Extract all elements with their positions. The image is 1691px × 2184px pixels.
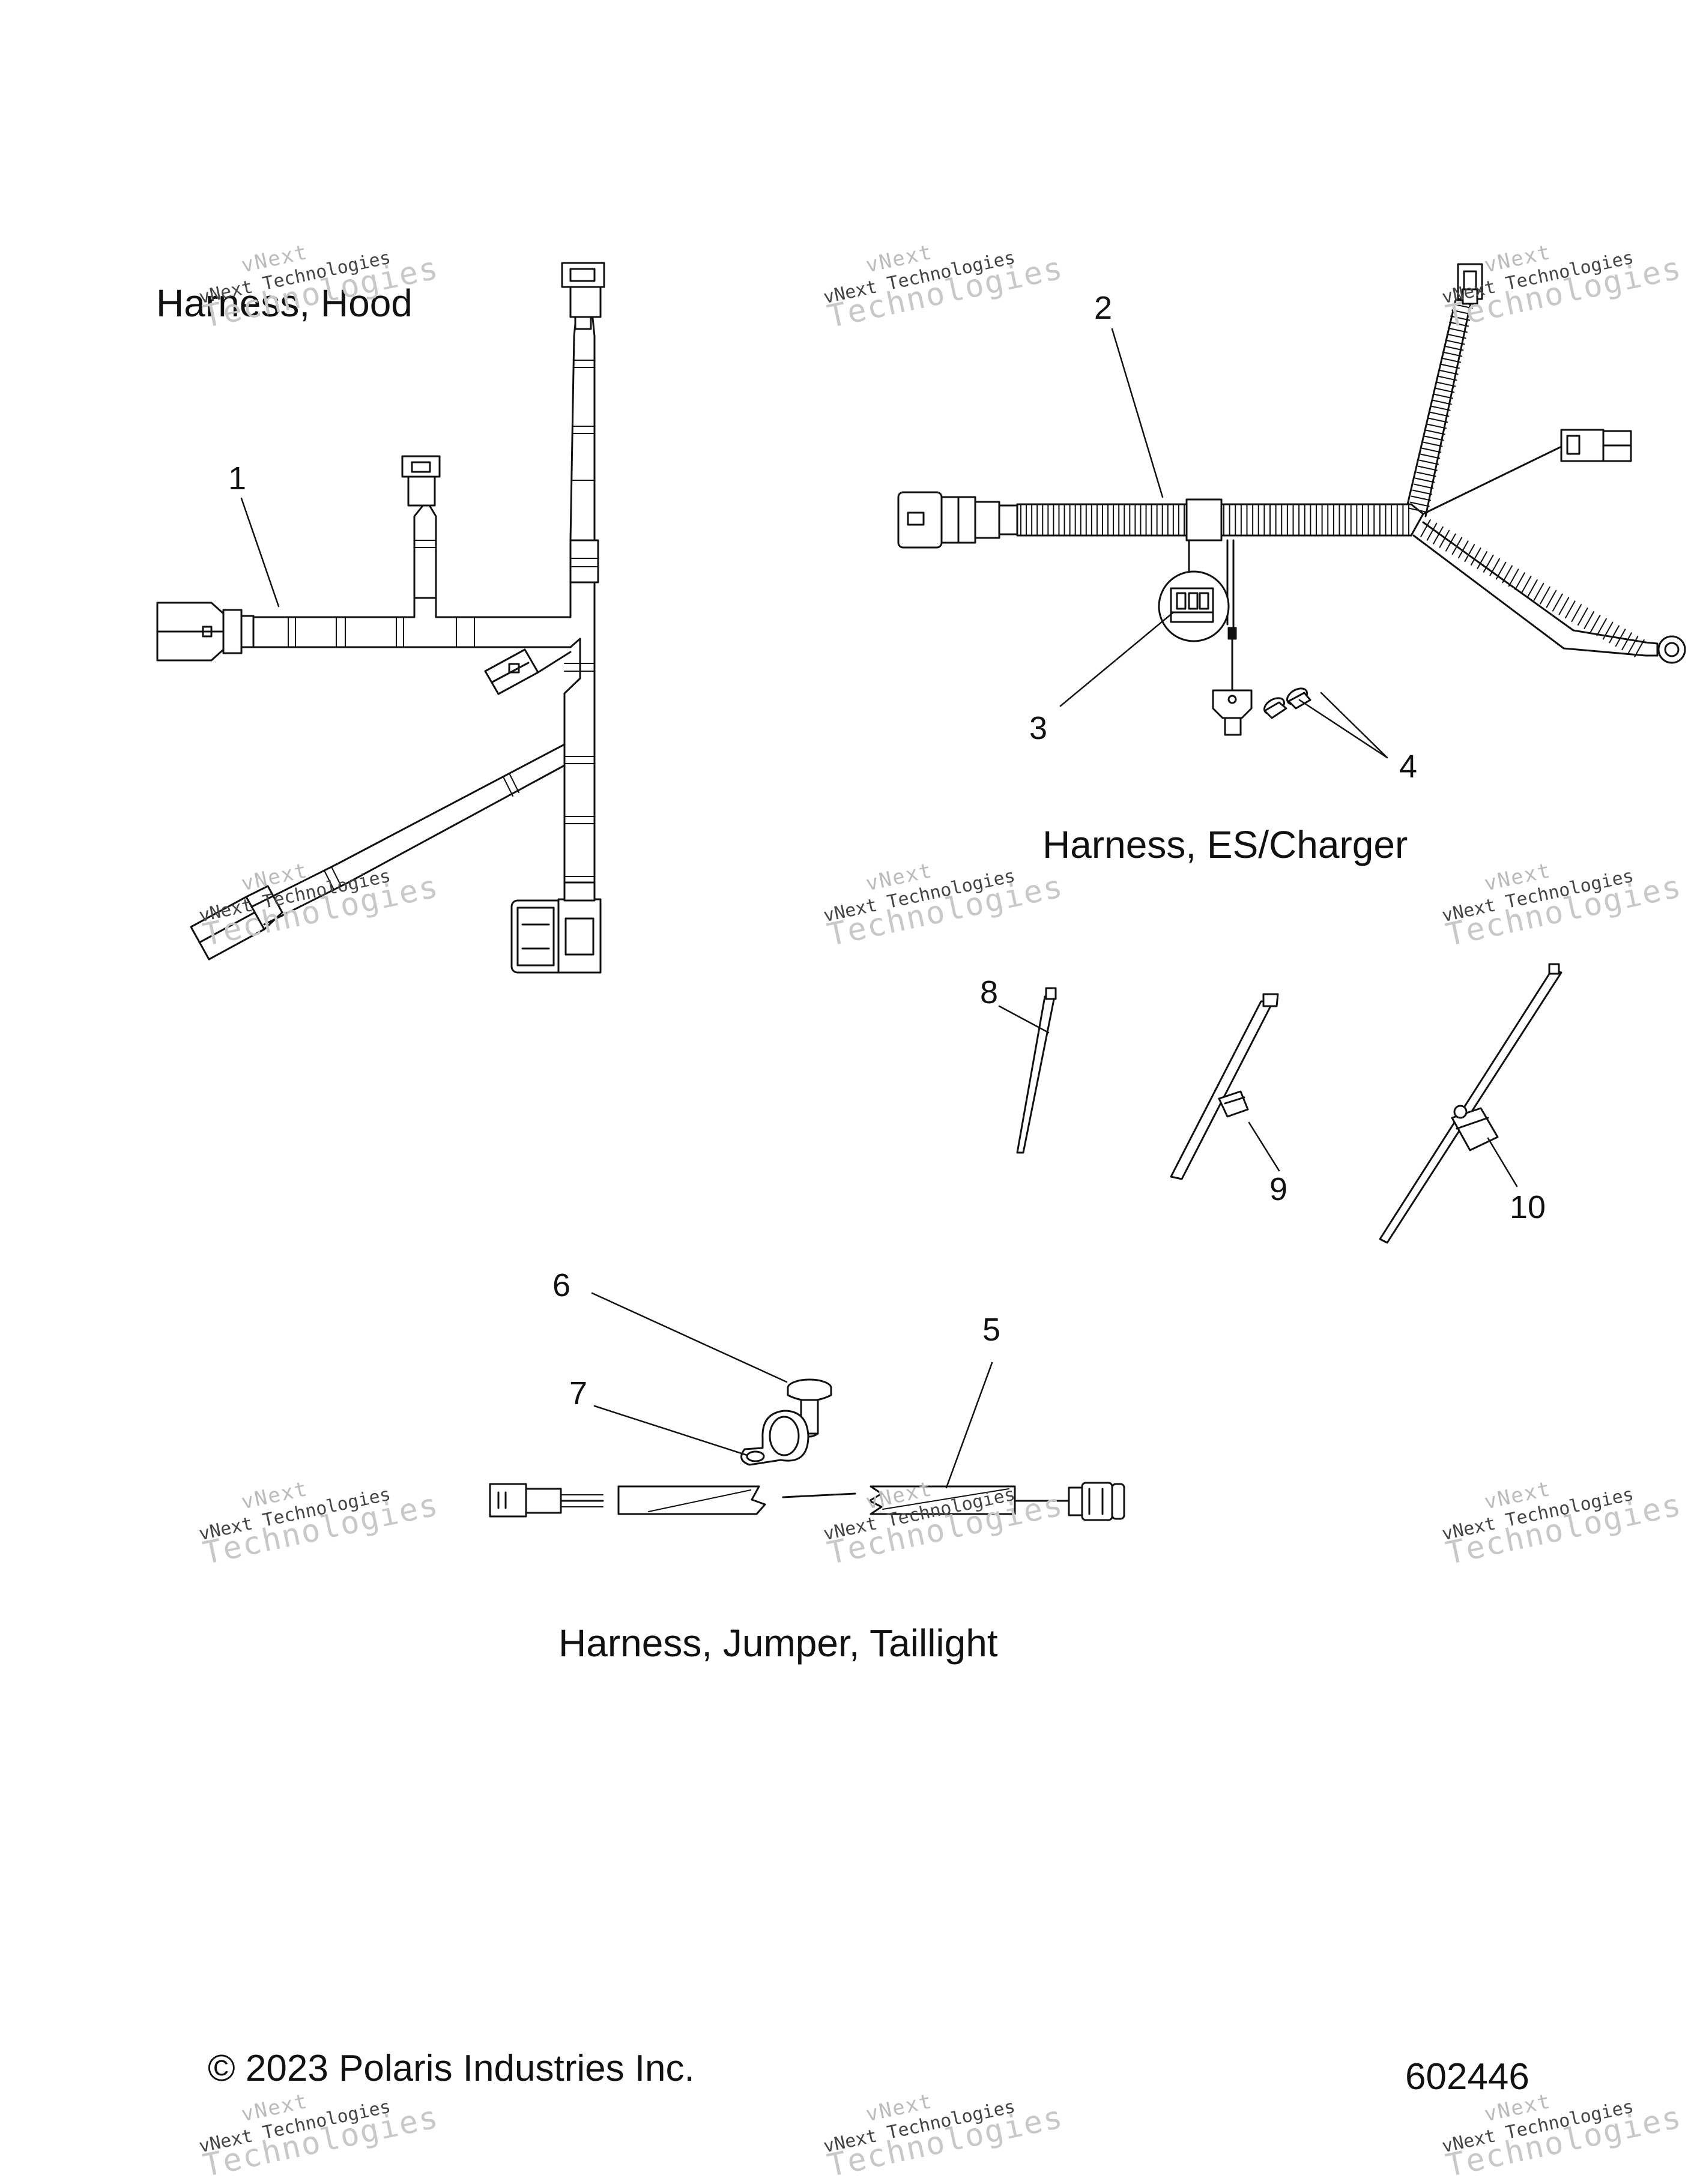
hood-left-connector — [157, 603, 253, 660]
cable-tie-9 — [1171, 994, 1278, 1179]
callout-1: 1 — [228, 460, 247, 496]
callout-2-leader — [1112, 329, 1163, 497]
jumper-harness — [490, 1483, 1124, 1520]
callout-10-leader — [1488, 1138, 1517, 1186]
cable-tie-8 — [1017, 988, 1056, 1153]
hood-bottom-connector — [512, 882, 600, 973]
callout-8-leader — [999, 1006, 1048, 1033]
callout-8: 8 — [980, 974, 999, 1010]
title-harness-hood: Harness, Hood — [156, 282, 413, 325]
screw-6 — [788, 1380, 831, 1437]
es-top-connector — [1458, 264, 1482, 304]
drawing-number: 602446 — [1405, 2056, 1529, 2098]
callout-4-leader-a — [1299, 700, 1387, 758]
callout-1-leader — [241, 498, 279, 606]
es-ground-terminal — [1213, 690, 1251, 735]
callout-7-leader — [594, 1406, 747, 1455]
callout-9-leader — [1249, 1123, 1279, 1171]
hood-harness — [157, 263, 604, 973]
cable-tie-10 — [1380, 964, 1561, 1243]
es-right-connector — [1561, 430, 1631, 461]
jumper-right-connector — [1069, 1483, 1124, 1520]
callout-5-leader — [946, 1363, 992, 1488]
copyright-notice: © 2023 Polaris Industries Inc. — [208, 2048, 695, 2089]
callout-5: 5 — [982, 1312, 1001, 1348]
callout-4-leader-b — [1321, 693, 1387, 758]
callout-7: 7 — [569, 1375, 588, 1411]
es-charger-harness — [898, 264, 1685, 735]
callout-6-leader — [592, 1293, 787, 1382]
jumper-left-connector — [490, 1484, 603, 1516]
title-harness-jumper-taillight: Harness, Jumper, Taillight — [558, 1621, 998, 1665]
hood-top-connector — [562, 263, 604, 329]
callout-2: 2 — [1094, 290, 1113, 326]
hood-top-small-connector — [402, 456, 440, 505]
callout-3: 3 — [1029, 710, 1048, 746]
callout-6: 6 — [552, 1267, 571, 1303]
es-bolts — [1262, 685, 1310, 718]
callout-9: 9 — [1269, 1171, 1288, 1207]
es-left-connector — [898, 492, 1017, 548]
hood-side-small-connector — [485, 650, 570, 694]
callout-3-leader — [1060, 612, 1173, 706]
clamp-7 — [742, 1411, 808, 1465]
hood-lower-left-connector — [191, 886, 282, 959]
title-harness-es-charger: Harness, ES/Charger — [1042, 823, 1408, 866]
es-ring-terminal — [1645, 636, 1685, 663]
callout-4: 4 — [1399, 749, 1418, 785]
callout-10: 10 — [1510, 1189, 1546, 1225]
